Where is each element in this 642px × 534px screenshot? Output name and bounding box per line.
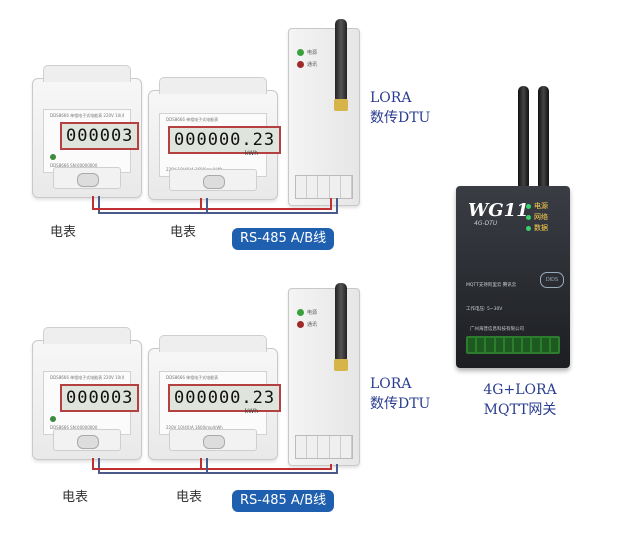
meter-clip-icon	[77, 173, 99, 187]
dtu-power-led: 电源	[297, 49, 317, 56]
meter-foot-text: 220V 10(40)A 1600imp/kWh	[166, 425, 223, 430]
caption-line: LORA	[370, 376, 412, 392]
meter-lcd-reading: 000000.23	[168, 126, 282, 154]
gateway-line2: 工作电压: 5~30V	[466, 307, 503, 312]
green-led-icon	[297, 309, 304, 316]
meter-top-cover	[159, 77, 267, 94]
lora-dtu-top: 电源 通讯	[288, 19, 360, 206]
wire	[330, 198, 332, 208]
wire	[98, 458, 100, 472]
antenna-icon	[335, 283, 347, 363]
wire	[200, 198, 202, 208]
antenna-base-icon	[334, 359, 348, 371]
meter-led-icon	[50, 416, 56, 422]
meter-foot-text: DDS8666 SN:00000000	[50, 163, 98, 168]
terminal-block-icon	[295, 435, 353, 459]
meter-panel: DDS8666 单相电子式电能表 000000.23 kWh 220V 10(4…	[159, 371, 282, 435]
indicator-label: 网络	[534, 213, 548, 221]
meter-clip-icon	[203, 435, 225, 449]
meter-lcd-reading: 000003	[60, 384, 140, 412]
antenna-icon	[518, 86, 529, 190]
meter-panel: DDS8666 单相电子式电能表 220V 10(40)A 1600imp/kW…	[43, 371, 140, 435]
energy-meter-top-left: DDS8666 单相电子式电能表 220V 10(40)A 1600imp/kW…	[32, 65, 142, 198]
energy-meter-bottom-left: DDS8666 单相电子式电能表 220V 10(40)A 1600imp/kW…	[32, 327, 142, 460]
dtu-comm-led: 通讯	[297, 61, 317, 68]
lora-dtu-bottom: 电源 通讯	[288, 283, 360, 466]
status-led-icon	[526, 226, 531, 231]
meter-spec-text: DDS8666 单相电子式电能表	[166, 375, 219, 380]
energy-meter-top-right: DDS8666 单相电子式电能表 000000.23 kWh 220V 10(4…	[148, 77, 282, 200]
terminal-block-icon	[466, 336, 560, 354]
wire	[98, 472, 338, 474]
gateway-subtitle: 4G-DTU	[474, 220, 498, 227]
wire	[92, 208, 332, 210]
rs485-badge: RS-485 A/B线	[232, 228, 335, 250]
wire	[92, 458, 94, 468]
dtu-led-label: 电源	[307, 310, 318, 316]
wire	[98, 212, 338, 214]
red-led-icon	[297, 61, 304, 68]
dtu-power-led: 电源	[297, 309, 317, 316]
red-led-icon	[297, 321, 304, 328]
indicator-label: 数据	[534, 224, 548, 232]
meter-unit-text: kWh	[244, 408, 258, 415]
gateway-caption: 4G+LORA MQTT网关	[470, 380, 570, 420]
caption-line: 4G+LORA	[483, 382, 557, 398]
status-led-icon	[526, 204, 531, 209]
gateway-company: 广州海普信息科技有限公司	[470, 327, 524, 332]
rs485-badge: RS-485 A/B线	[232, 490, 335, 512]
meter-label: 电表	[62, 490, 89, 505]
mqtt-gateway-device: WG11 4G-DTU 电源 网络 数据 MQTT支持阿里云 腾讯云 DIDS …	[456, 186, 570, 368]
meter-top-cover	[159, 335, 267, 352]
terminal-block-icon	[295, 175, 353, 199]
meter-top-cover	[43, 65, 131, 82]
meter-unit-text: kWh	[244, 150, 258, 157]
meter-label: 电表	[176, 490, 203, 505]
gateway-line1: MQTT支持阿里云 腾讯云	[466, 283, 517, 288]
meter-label: 电表	[170, 225, 197, 240]
indicator-label: 电源	[534, 202, 548, 210]
wire	[336, 464, 338, 472]
green-led-icon	[297, 49, 304, 56]
antenna-base-icon	[334, 99, 348, 111]
meter-panel: DDS8666 单相电子式电能表 220V 10(40)A 1600imp/kW…	[43, 109, 140, 173]
caption-line: 数传DTU	[370, 110, 431, 126]
antenna-icon	[538, 86, 549, 190]
wire	[92, 196, 94, 208]
status-led-icon	[526, 215, 531, 220]
wire	[98, 196, 100, 212]
dtu-comm-led: 通讯	[297, 321, 317, 328]
cloud-badge-icon: DIDS	[540, 272, 564, 288]
meter-spec-text: DDS8666 单相电子式电能表 220V 10(40)A 1600imp/kW…	[50, 113, 124, 118]
antenna-icon	[335, 19, 347, 103]
meter-label: 电表	[50, 225, 77, 240]
caption-line: 数传DTU	[370, 396, 431, 412]
dtu-led-label: 电源	[307, 50, 318, 56]
gateway-model: WG11	[468, 200, 529, 221]
meter-lcd-reading: 000000.23	[168, 384, 282, 412]
meter-spec-text: DDS8666 单相电子式电能表 220V 10(40)A 1600imp/kW…	[50, 375, 124, 380]
wire	[200, 458, 202, 468]
dtu-caption-top: LORA 数传DTU	[370, 88, 430, 128]
meter-top-cover	[43, 327, 131, 344]
meter-led-icon	[50, 154, 56, 160]
meter-clip-icon	[203, 175, 225, 189]
wire	[92, 468, 332, 470]
wire	[336, 198, 338, 212]
dtu-led-label: 通讯	[307, 322, 318, 328]
meter-clip-icon	[77, 435, 99, 449]
caption-line: MQTT网关	[483, 402, 557, 418]
wire	[206, 458, 208, 472]
meter-foot-text: DDS8666 SN:00000000	[50, 425, 98, 430]
caption-line: LORA	[370, 90, 412, 106]
energy-meter-bottom-right: DDS8666 单相电子式电能表 000000.23 kWh 220V 10(4…	[148, 335, 282, 460]
wire	[206, 198, 208, 212]
meter-spec-text: DDS8666 单相电子式电能表	[166, 117, 219, 122]
dtu-caption-bottom: LORA 数传DTU	[370, 374, 430, 414]
meter-lcd-reading: 000003	[60, 122, 140, 150]
meter-panel: DDS8666 单相电子式电能表 000000.23 kWh 220V 10(4…	[159, 113, 282, 177]
dtu-led-label: 通讯	[307, 62, 318, 68]
wire	[330, 464, 332, 468]
